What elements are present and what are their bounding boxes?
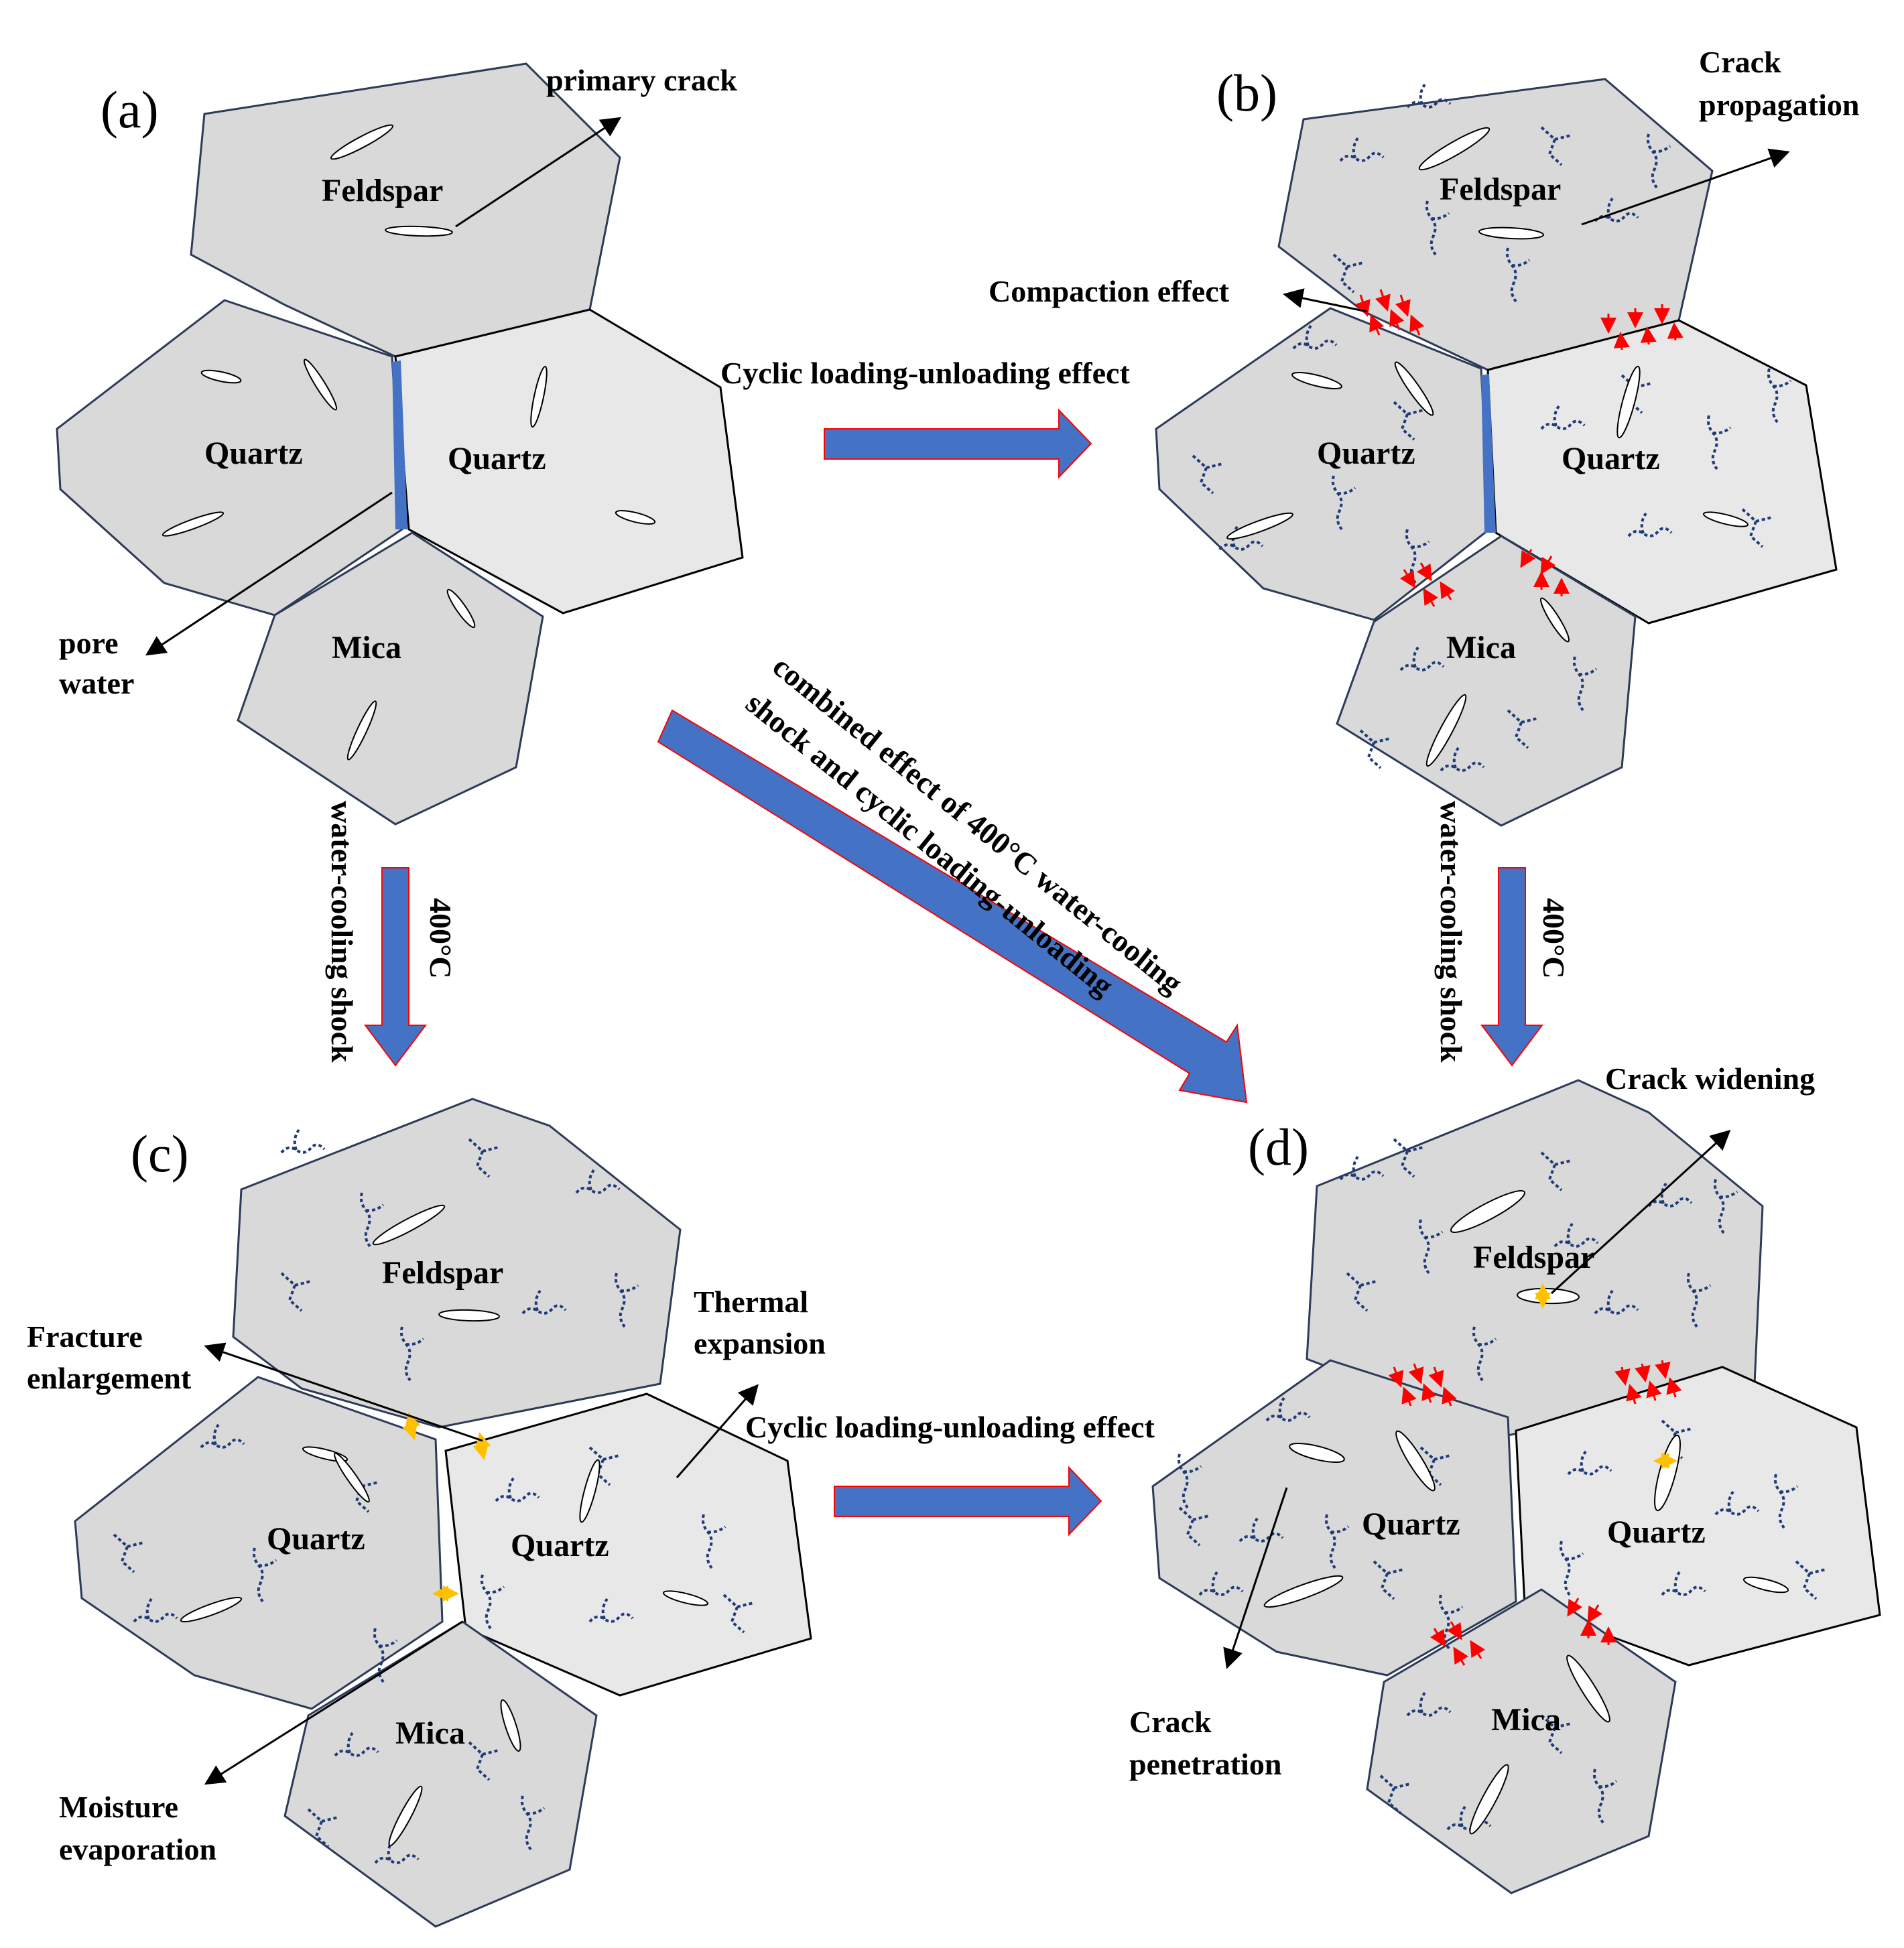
mineral-d-feldspar: Feldspar [1473,1240,1594,1275]
mineral-c-quartz-right: Quartz [511,1528,609,1563]
arrow-bottom-horizontal [834,1466,1102,1537]
label-right-vertical-temp: 400°C [1537,898,1571,979]
crack-widening-pointer [1550,1129,1731,1295]
grain-d-quartz-left [1151,1359,1517,1677]
pore-water-b [1481,374,1496,533]
primary-cracks-d [1263,1190,1789,1835]
label-pore-water-1: pore [59,626,119,660]
mineral-b-feldspar: Feldspar [1440,172,1561,207]
arrow-top-horizontal [824,408,1092,479]
primary-cracks-a [162,124,656,761]
label-fracture-enlargement-2: enlargement [27,1361,192,1395]
arrow-left-vertical [364,867,427,1067]
mineral-d-mica: Mica [1491,1702,1561,1738]
mineral-c-mica: Mica [395,1715,465,1751]
label-crack-propagation-2: propagation [1699,88,1859,122]
label-crack-penetration-1: Crack [1129,1705,1212,1739]
grain-b-mica [1336,535,1637,827]
panel-label-b: (b) [1216,64,1277,122]
label-thermal-expansion-2: expansion [694,1326,826,1360]
label-diagonal-arrow-2: shock and cyclic loading-unloading [740,686,1120,1002]
primary-crack-pointer [455,117,622,228]
label-top-horizontal-arrow: Cyclic loading-unloading effect [720,356,1130,390]
label-left-vertical-temp: 400°C [424,898,458,979]
panel-c: (c) Feldspar Quartz Quartz Mica Fracture… [27,1098,826,1928]
label-moisture-evaporation-1: Moisture [59,1790,178,1824]
arrow-diagonal [657,709,1248,1104]
label-crack-penetration-2: penetration [1129,1747,1281,1781]
label-pore-water-2: water [59,666,134,700]
label-compaction-effect: Compaction effect [989,274,1230,308]
mineral-a-feldspar: Feldspar [322,173,443,208]
mineral-a-mica: Mica [332,630,401,665]
label-right-vertical-side: water-cooling shock [1434,801,1468,1063]
mineral-c-feldspar: Feldspar [382,1255,503,1291]
crack-propagation-pointer [1581,148,1790,226]
grain-c-feldspar [232,1098,682,1429]
mineral-d-quartz-left: Quartz [1362,1506,1460,1542]
panel-d: (d) Feldspar Quartz Quartz Mica Crack wi… [1129,1061,1881,1894]
panel-label-d: (d) [1248,1118,1309,1176]
panel-label-a: (a) [101,80,159,139]
pore-water-a [392,361,407,529]
compaction-arrows-d [1388,1360,1682,1666]
mineral-a-quartz-right: Quartz [448,441,546,476]
label-crack-widening: Crack widening [1605,1061,1815,1096]
mineral-a-quartz-left: Quartz [204,436,303,471]
mineral-d-quartz-right: Quartz [1607,1514,1706,1550]
compaction-effect-pointer [1283,288,1368,313]
thermal-expansion-pointer [676,1384,759,1478]
primary-cracks-c [180,1204,709,1847]
label-moisture-evaporation-2: evaporation [59,1832,216,1866]
panel-b: (b) Feldspar Quartz Quartz Mica Crack pr… [989,45,1859,827]
label-left-vertical-side: water-cooling shock [325,801,359,1063]
panel-label-c: (c) [131,1124,189,1183]
pore-water-pointer [145,491,393,656]
label-fracture-enlargement-1: Fracture [27,1319,143,1354]
grain-a-quartz-right [394,308,744,614]
mineral-b-quartz-right: Quartz [1562,441,1660,476]
primary-cracks-b [1226,127,1749,767]
grain-c-quartz-left [74,1376,444,1710]
crack-penetration-pointer [1223,1487,1288,1669]
arrow-right-vertical [1480,867,1543,1067]
label-bottom-horizontal-arrow: Cyclic loading-unloading effect [745,1410,1155,1444]
mineral-b-mica: Mica [1446,630,1516,665]
widening-arrows-d [1535,1283,1677,1469]
mineral-c-quartz-left: Quartz [267,1521,365,1557]
mineral-b-quartz-left: Quartz [1317,436,1415,471]
moisture-evaporation-pointer [204,1620,463,1785]
label-crack-propagation-1: Crack [1699,45,1781,79]
grain-d-mica [1366,1588,1677,1894]
label-thermal-expansion-1: Thermal [694,1285,808,1319]
grain-a-mica [237,531,544,826]
label-primary-crack: primary crack [546,63,737,97]
fracture-enlargement-pointer [204,1342,483,1442]
panel-a: (a) Feldspar Quartz Quartz Mica primary … [56,62,744,826]
